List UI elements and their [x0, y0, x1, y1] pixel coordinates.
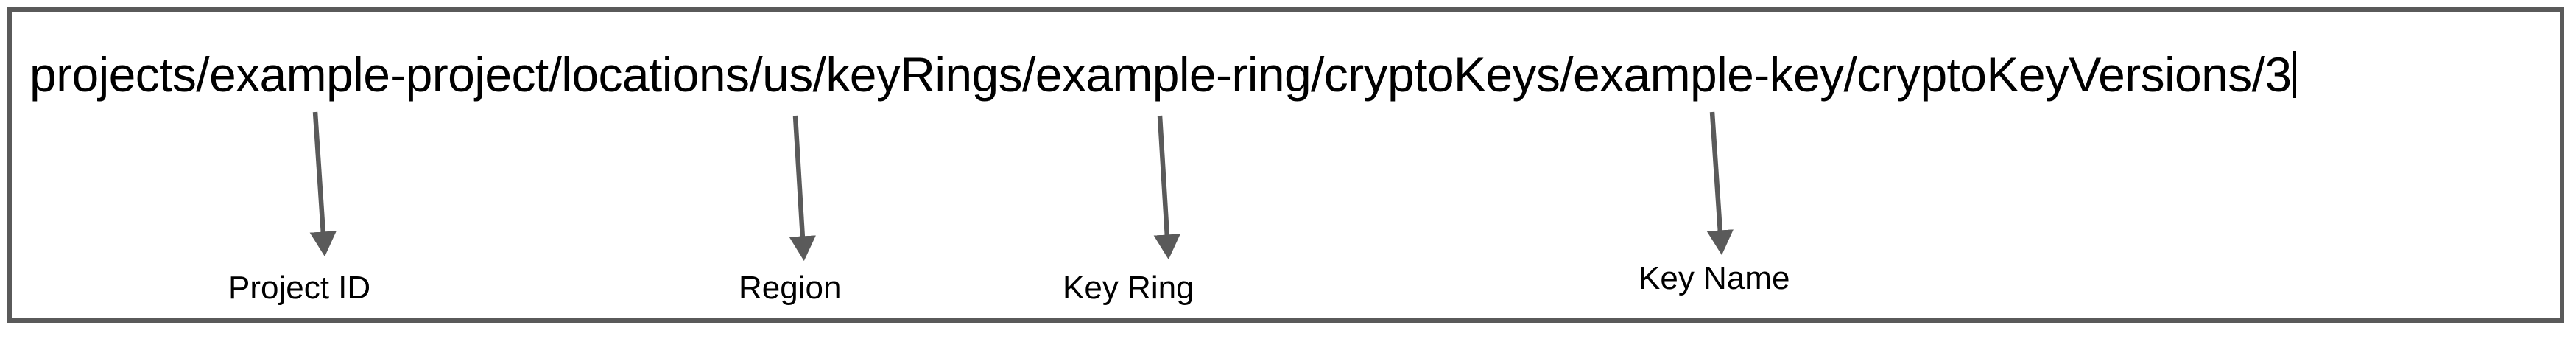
text-cursor-caret — [2292, 51, 2296, 98]
resource-path-text: projects/example-project/locations/us/ke… — [29, 47, 2292, 102]
diagram-frame: projects/example-project/locations/us/ke… — [7, 7, 2564, 323]
callout-label-project-id: Project ID — [228, 270, 371, 306]
callout-label-key-ring: Key Ring — [1063, 270, 1194, 306]
resource-path-field[interactable]: projects/example-project/locations/us/ke… — [29, 47, 2296, 102]
callout-label-region: Region — [739, 270, 842, 306]
callout-label-key-name: Key Name — [1639, 260, 1790, 296]
